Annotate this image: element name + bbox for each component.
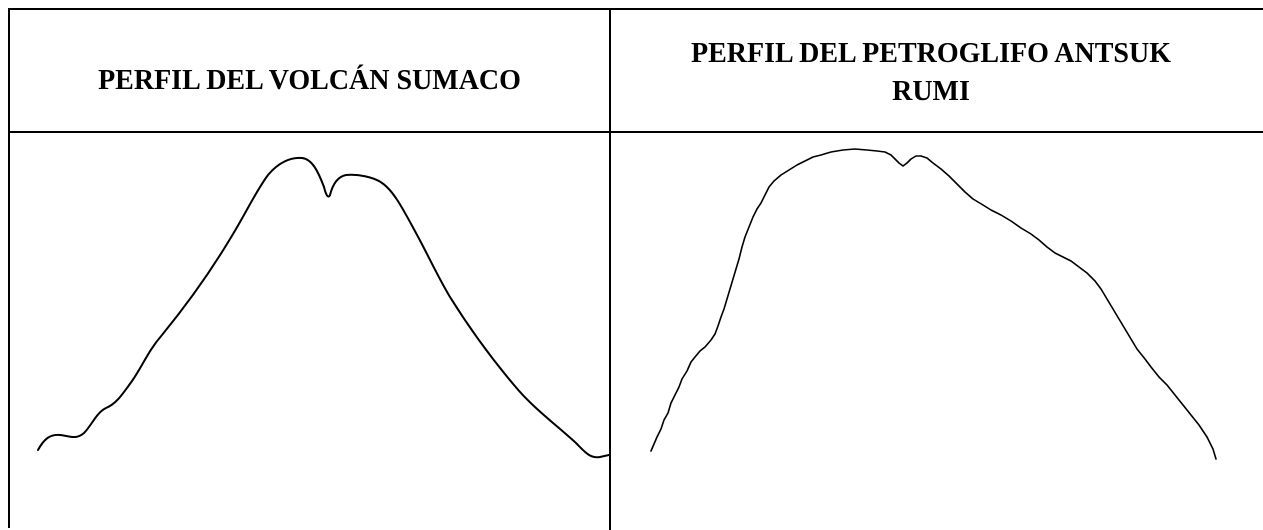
petroglyph-profile-cell	[611, 133, 1263, 530]
column-divider	[609, 10, 611, 530]
petroglyph-profile-heading: PERFIL DEL PETROGLIFO ANTSUK RUMI	[691, 37, 1171, 107]
volcano-silhouette-drawing	[37, 156, 609, 459]
volcano-profile-heading: PERFIL DEL VOLCÁN SUMACO	[98, 64, 521, 96]
volcano-profile-line	[37, 156, 609, 459]
petroglyph-silhouette-drawing	[650, 148, 1217, 460]
table-header-row	[10, 10, 1263, 133]
volcano-profile-cell	[10, 133, 609, 530]
petroglyph-profile-line	[650, 148, 1217, 460]
comparison-table: PERFIL DEL VOLCÁN SUMACO PERFIL DEL PETR…	[8, 8, 1263, 530]
